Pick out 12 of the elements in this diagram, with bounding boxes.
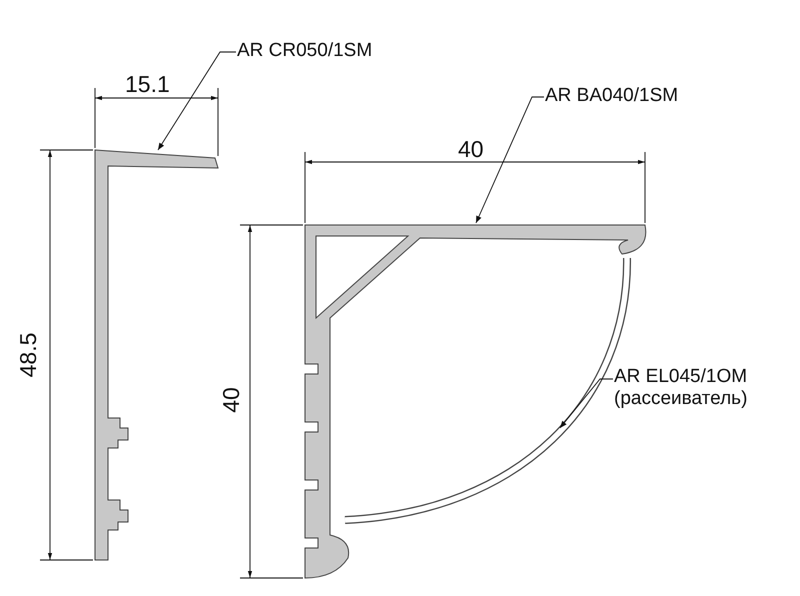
part-label: AR EL045/1OM [614, 366, 748, 388]
dimension-label: 48.5 [16, 332, 40, 378]
leader-line [158, 52, 236, 150]
leader-line [560, 378, 614, 428]
part-description: (рассеиватель) [614, 388, 748, 410]
part-label: AR BA040/1SM [545, 85, 678, 107]
end-cap-profile-drawing [94, 149, 219, 560]
part-label: AR CR050/1SM [237, 40, 372, 62]
dimension-label: 15.1 [125, 72, 170, 96]
dimension-label: 40 [219, 387, 243, 413]
dimension-label: 40 [458, 137, 484, 161]
leader-line [476, 96, 544, 224]
